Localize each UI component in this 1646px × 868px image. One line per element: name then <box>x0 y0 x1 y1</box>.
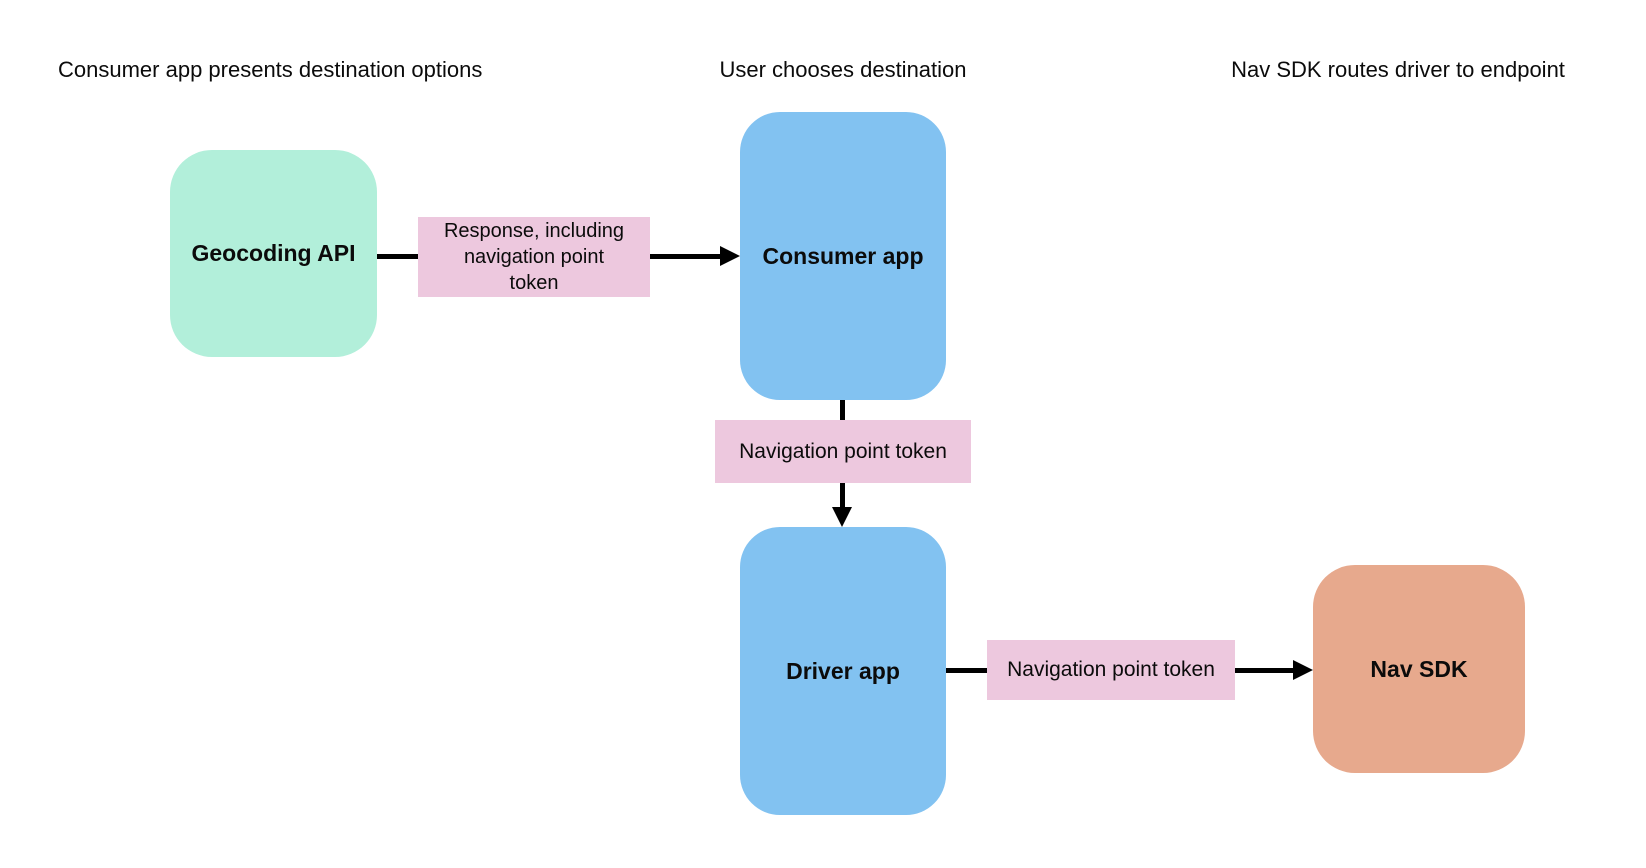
node-geocoding-api: Geocoding API <box>170 150 377 357</box>
arrow-line-label-to-consumer <box>650 254 722 259</box>
arrow-line-label-to-navsdk <box>1235 668 1295 673</box>
node-consumer-app: Consumer app <box>740 112 946 400</box>
phase-header-consumer-presents: Consumer app presents destination option… <box>58 57 483 82</box>
arrowhead-into-driver-icon <box>832 507 852 527</box>
edge-label-response-token-text: Response, including navigation point tok… <box>443 220 625 294</box>
arrowhead-into-navsdk-icon <box>1293 660 1313 680</box>
node-driver-app: Driver app <box>740 527 946 815</box>
phase-header-user-chooses: User chooses destination <box>719 57 967 82</box>
arrowhead-into-consumer-icon <box>720 246 740 266</box>
node-driver-app-label: Driver app <box>786 657 900 684</box>
edge-label-navigation-point-token-1: Navigation point token <box>715 420 971 483</box>
arrow-line-geocoding-to-label <box>377 254 418 259</box>
edge-label-navigation-point-token-2: Navigation point token <box>987 640 1235 700</box>
edge-label-navigation-point-token-1-text: Navigation point token <box>739 439 947 463</box>
arrow-line-label-to-driver <box>840 483 845 509</box>
edge-label-navigation-point-token-2-text: Navigation point token <box>1007 658 1215 681</box>
node-geocoding-api-label: Geocoding API <box>191 240 356 266</box>
node-nav-sdk-label: Nav SDK <box>1370 655 1468 682</box>
node-consumer-app-label: Consumer app <box>762 242 924 269</box>
phase-header-navsdk-routes: Nav SDK routes driver to endpoint <box>1231 57 1565 82</box>
arrow-line-driver-to-label <box>946 668 987 673</box>
node-nav-sdk: Nav SDK <box>1313 565 1525 773</box>
arrow-line-consumer-to-label <box>840 400 845 420</box>
edge-label-response-token: Response, including navigation point tok… <box>418 217 650 297</box>
